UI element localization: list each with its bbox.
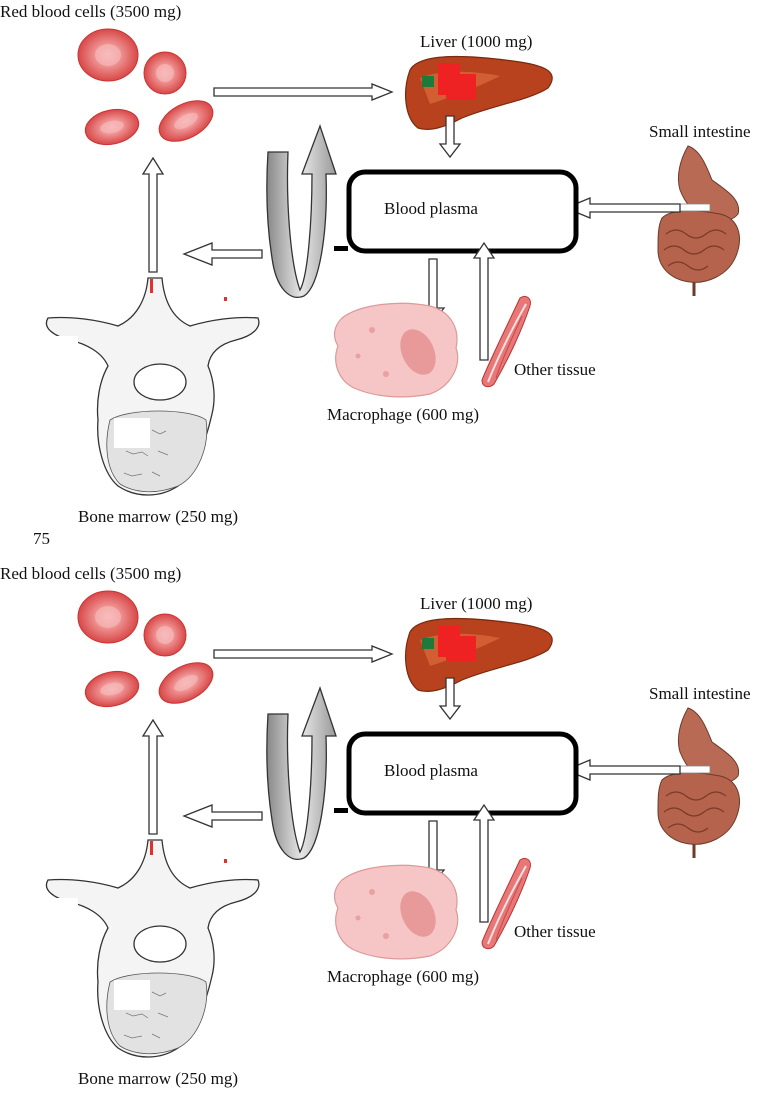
- arrow-liver-to-plasma: [438, 115, 462, 159]
- label-bone-marrow: Bone marrow (250 mg): [78, 1069, 239, 1088]
- label-red-blood-cells: Red blood cells (3500 mg): [0, 2, 182, 21]
- red-marks: [150, 279, 227, 301]
- blood-plasma-box: [334, 731, 579, 816]
- label-blood-plasma: Blood plasma: [384, 761, 478, 780]
- other-tissue-illustration: [481, 295, 531, 388]
- label-macrophage: Macrophage (600 mg): [327, 405, 480, 424]
- label-small-intestine: Small intestine: [649, 122, 751, 141]
- blood-plasma-box: [334, 169, 579, 254]
- liver-illustration: [405, 617, 553, 692]
- label-liver: Liver (1000 mg): [420, 32, 533, 51]
- arrow-plasma-to-bone-marrow: [182, 804, 263, 828]
- other-tissue-illustration: [481, 857, 531, 950]
- macrophage-illustration: [333, 302, 459, 398]
- label-bone-marrow: Bone marrow (250 mg): [78, 507, 239, 526]
- red-marks: [150, 841, 227, 863]
- bone-marrow-vertebra-illustration: [45, 839, 260, 1058]
- liver-illustration: [405, 55, 553, 130]
- label-other-tissue: Other tissue: [514, 922, 596, 941]
- small-intestine-illustration: [657, 707, 740, 858]
- iron-cycle-diagram-top: Red blood cells (3500 mg) Liver (1000 mg…: [0, 0, 771, 545]
- arrow-rbc-to-liver: [213, 645, 394, 663]
- label-red-blood-cells: Red blood cells (3500 mg): [0, 564, 182, 583]
- diagram-art: [45, 28, 740, 496]
- arrow-liver-to-plasma: [438, 677, 462, 721]
- label-small-intestine: Small intestine: [649, 684, 751, 703]
- label-macrophage: Macrophage (600 mg): [327, 967, 480, 986]
- arrow-intestine-to-plasma: [564, 759, 681, 781]
- arrow-intestine-to-plasma: [564, 197, 681, 219]
- red-blood-cells-illustration: [77, 590, 214, 708]
- arrow-tissue-to-plasma: [472, 241, 496, 361]
- arrow-plasma-to-bone-marrow: [182, 242, 263, 266]
- loop-arrow: [266, 124, 337, 298]
- macrophage-illustration: [333, 864, 459, 960]
- iron-cycle-diagram-bottom: Red blood cells (3500 mg) Liver (1000 mg…: [0, 562, 771, 1107]
- arrow-bone-marrow-to-rbc: [141, 718, 165, 835]
- arrow-bone-marrow-to-rbc: [141, 156, 165, 273]
- arrow-rbc-to-liver: [213, 83, 394, 101]
- arrow-tissue-to-plasma: [472, 803, 496, 923]
- red-blood-cells-illustration: [77, 28, 214, 146]
- small-intestine-illustration: [657, 145, 740, 296]
- diagram-art: [45, 590, 740, 1058]
- bone-marrow-vertebra-illustration: [45, 277, 260, 496]
- page-number: 75: [33, 529, 50, 548]
- label-liver: Liver (1000 mg): [420, 594, 533, 613]
- loop-arrow: [266, 686, 337, 860]
- label-other-tissue: Other tissue: [514, 360, 596, 379]
- label-blood-plasma: Blood plasma: [384, 199, 478, 218]
